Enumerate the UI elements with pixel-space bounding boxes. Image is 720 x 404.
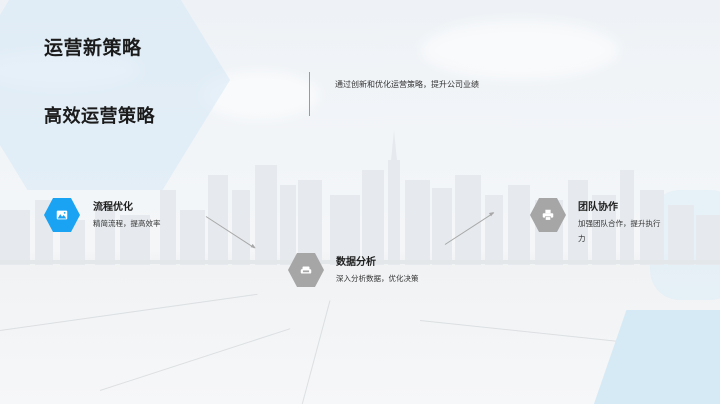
- printer-icon: [542, 209, 554, 221]
- sofa-icon: [300, 266, 312, 274]
- floor-line: [298, 300, 331, 404]
- floor-line: [99, 328, 291, 391]
- vertical-divider: [309, 72, 310, 116]
- card-description: 加强团队合作，提升执行力: [578, 219, 661, 243]
- hexagon-badge: [44, 198, 80, 232]
- decorative-shape-bottom-right: [578, 310, 720, 404]
- slide-title: 运营新策略: [44, 37, 142, 59]
- horizon-line: [0, 260, 720, 264]
- image-icon: [56, 210, 68, 220]
- card-title: 数据分析: [336, 257, 376, 268]
- section-heading: 高效运营策略: [44, 106, 155, 127]
- floor-line: [0, 293, 258, 331]
- card-description: 精简流程，提高效率: [93, 219, 161, 228]
- card-title: 团队协作: [578, 202, 618, 213]
- slide-description: 通过创新和优化运营策略，提升公司业绩: [335, 80, 479, 89]
- hexagon-badge: [530, 198, 566, 232]
- card-description: 深入分析数据，优化决策: [336, 274, 419, 283]
- card-title: 流程优化: [93, 202, 133, 213]
- cloud: [420, 20, 620, 80]
